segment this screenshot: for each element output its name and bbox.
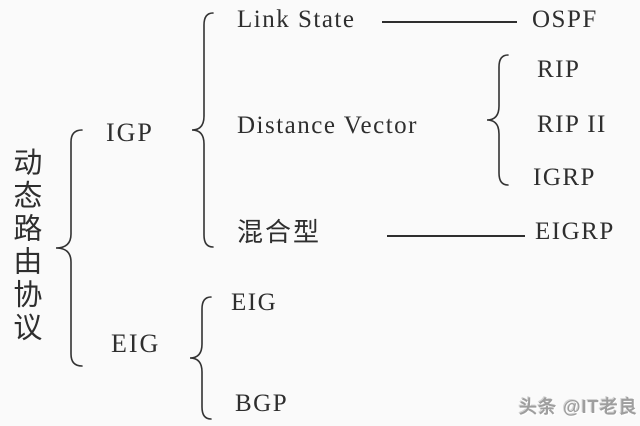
ospf-label: OSPF: [532, 6, 598, 33]
eig-child-label: EIG: [231, 289, 278, 316]
rip-label: RIP: [537, 56, 581, 83]
link-state-label: Link State: [237, 6, 356, 33]
distance-vector-brace: [486, 54, 509, 186]
igp-brace: [191, 12, 214, 248]
eig-brace: [189, 296, 212, 420]
hybrid-label: 混合型: [237, 218, 322, 247]
igrp-label: IGRP: [533, 164, 596, 191]
group-label-igp: IGP: [106, 118, 154, 147]
hybrid-eigrp-connector: [387, 235, 525, 237]
root-brace: [55, 129, 83, 367]
bgp-label: BGP: [235, 390, 289, 417]
eigrp-label: EIGRP: [535, 218, 615, 245]
rip2-label: RIP II: [537, 111, 607, 138]
root-label: 动态路由协议: [8, 147, 41, 345]
watermark: 头条 @IT老良: [519, 397, 638, 417]
group-label-eig: EIG: [111, 329, 161, 358]
distance-vector-label: Distance Vector: [237, 112, 419, 139]
link-state-ospf-connector: [382, 21, 517, 23]
